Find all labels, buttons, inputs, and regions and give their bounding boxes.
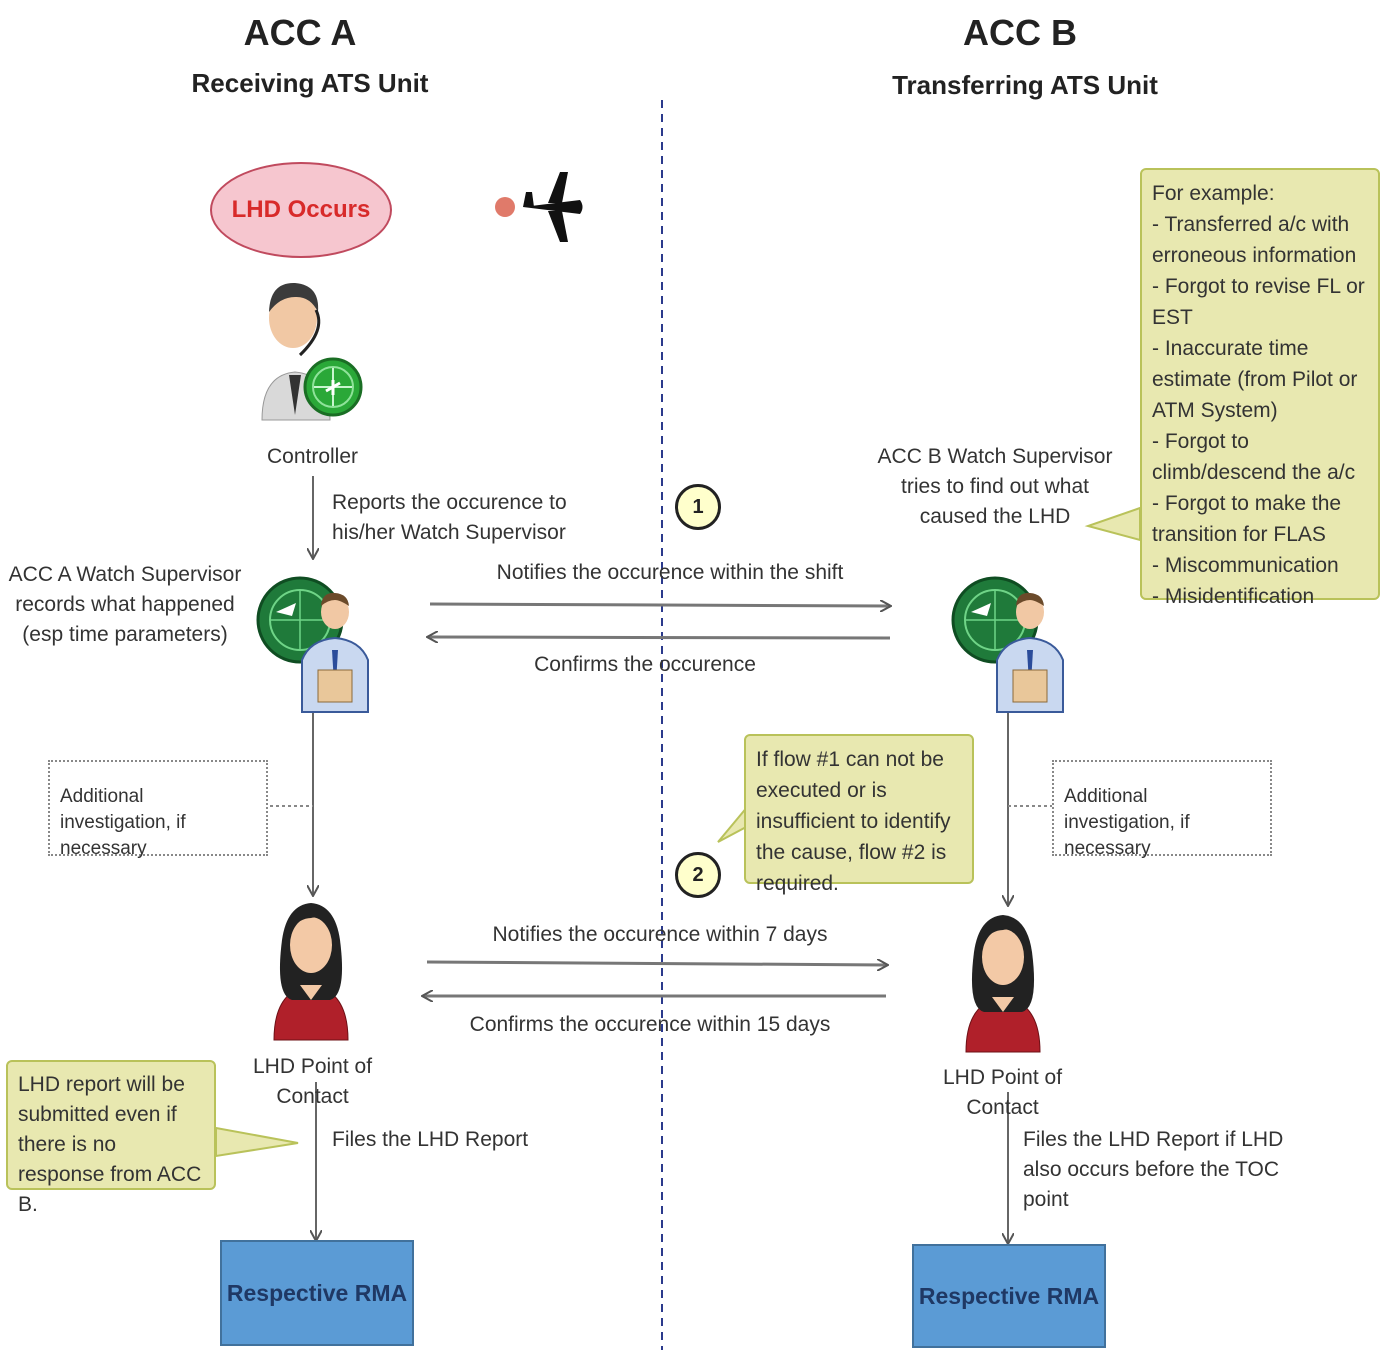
lhd-occurs-label: LHD Occurs — [231, 196, 371, 223]
files-b-label: Files the LHD Report if LHD also occurs … — [1023, 1128, 1284, 1211]
controller-icon — [261, 282, 363, 421]
example-note: For example: - Transferred a/c with erro… — [1140, 168, 1380, 608]
acc-a-supervisor-label: ACC A Watch Supervisor records what happ… — [8, 563, 242, 646]
report-note: LHD report will be submitted even if the… — [6, 1060, 216, 1216]
notifies-shift-label: Notifies the occurence within the shift — [496, 561, 844, 584]
example-note-title: For example: — [1152, 182, 1275, 205]
poc-a-label: LHD Point of Contact — [252, 1055, 373, 1108]
confirms-15-label: Confirms the occurence within 15 days — [469, 1013, 831, 1036]
acc-a-subtitle: Receiving ATS Unit — [191, 68, 429, 98]
rma-b-box: Respective RMA — [912, 1244, 1106, 1348]
example-note-item: - Inaccurate time estimate (from Pilot o… — [1152, 337, 1358, 422]
flow-note: If flow #1 can not be executed or is ins… — [744, 734, 974, 895]
poc-b-label: LHD Point of Contact — [942, 1066, 1063, 1119]
flow-1-marker: 1 — [675, 484, 721, 530]
flow-2-marker: 2 — [675, 852, 721, 898]
flow-1-number: 1 — [692, 495, 704, 518]
example-note-item: - Transferred a/c with erroneous informa… — [1152, 213, 1357, 267]
rma-b-label: Respective RMA — [918, 1282, 1100, 1309]
supervisor-b-icon — [951, 576, 1064, 713]
acc-a-title: ACC A — [243, 12, 357, 53]
flow-2-number: 2 — [692, 863, 704, 886]
acc-b-title: ACC B — [963, 12, 1077, 53]
investigation-a-box: Additional investigation, if necessary — [48, 760, 268, 859]
confirms-label: Confirms the occurence — [534, 653, 756, 676]
aircraft-icon — [495, 172, 583, 242]
supervisor-a-icon — [256, 576, 369, 713]
acc-b-supervisor-label: ACC B Watch Supervisor tries to find out… — [877, 445, 1113, 528]
rma-a-box: Respective RMA — [220, 1240, 414, 1346]
investigation-b-box: Additional investigation, if necessary — [1052, 760, 1272, 859]
reports-label: Reports the occurence to his/her Watch S… — [332, 491, 567, 544]
lhd-occurs-node: LHD Occurs — [210, 162, 392, 258]
notifies-7-label: Notifies the occurence within 7 days — [492, 923, 828, 946]
arrow-notifies-shift — [429, 604, 890, 606]
poc-b-icon — [965, 915, 1041, 1053]
acc-b-subtitle: Transferring ATS Unit — [892, 70, 1158, 100]
arrow-notifies-7 — [426, 962, 887, 965]
example-note-item: - Misidentification — [1152, 585, 1315, 608]
callout-pointer-report — [215, 1126, 299, 1158]
example-note-item: - Forgot to make the transition for FLAS — [1152, 492, 1342, 546]
example-note-item: - Miscommunication — [1152, 554, 1339, 577]
example-note-item: - Forgot to revise FL or EST — [1152, 275, 1365, 329]
arrow-confirms — [428, 637, 891, 638]
example-note-item: - Forgot to climb/descend the a/c — [1152, 430, 1356, 484]
controller-label: Controller — [266, 445, 359, 468]
files-a-label: Files the LHD Report — [332, 1128, 529, 1151]
rma-a-label: Respective RMA — [226, 1279, 408, 1306]
poc-a-icon — [273, 903, 349, 1041]
